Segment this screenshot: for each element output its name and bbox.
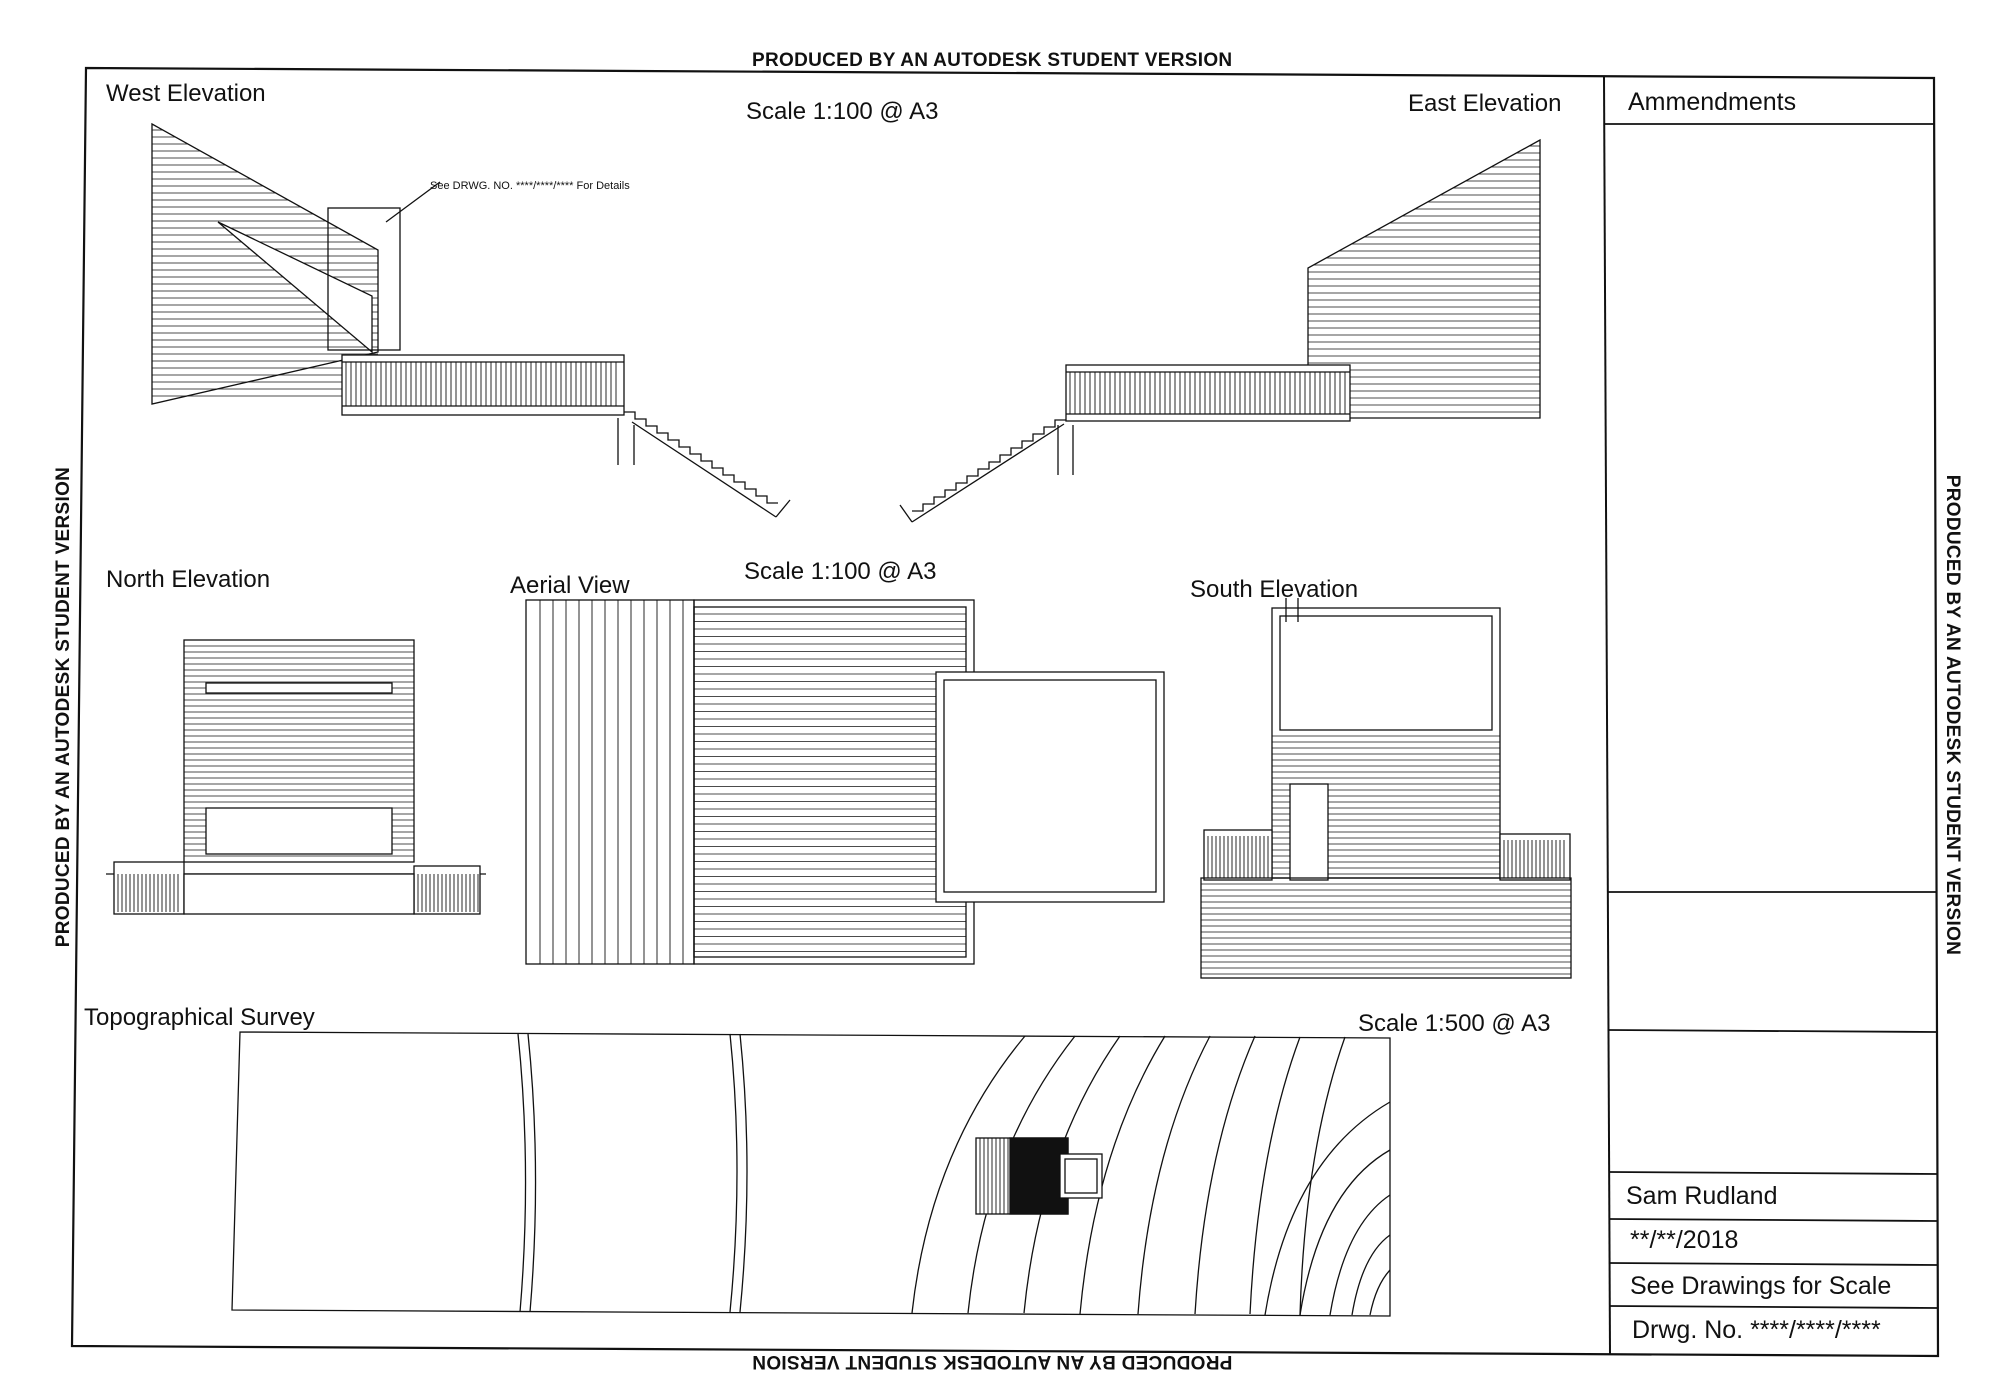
- north-elevation-title: North Elevation: [106, 566, 271, 593]
- watermark-right: PRODUCED BY AN AUTODESK STUDENT VERSION: [1942, 474, 1964, 956]
- topographical-survey-title: Topographical Survey: [84, 1004, 315, 1031]
- title-block-divider: [1603, 75, 1611, 1355]
- sheet-border: [70, 66, 1940, 1358]
- watermark-top: PRODUCED BY AN AUTODESK STUDENT VERSION: [752, 50, 1233, 71]
- scale-label-upper: Scale 1:100 @ A3: [746, 98, 939, 125]
- scale-note: See Drawings for Scale: [1630, 1272, 1892, 1300]
- scale-label-middle: Scale 1:100 @ A3: [744, 558, 937, 585]
- amendments-label: Ammendments: [1628, 88, 1797, 116]
- aerial-view-drawing: [525, 599, 1165, 965]
- south-elevation-drawing: [1200, 598, 1572, 979]
- watermark-bottom: PRODUCED BY AN AUTODESK STUDENT VERSION: [752, 1351, 1233, 1372]
- scale-label-topo: Scale 1:500 @ A3: [1358, 1010, 1551, 1037]
- author-name: Sam Rudland: [1626, 1182, 1778, 1210]
- east-elevation-title: East Elevation: [1408, 90, 1562, 117]
- west-elevation-drawing: [151, 122, 791, 518]
- aerial-view-title: Aerial View: [510, 572, 630, 599]
- west-elevation-title: West Elevation: [106, 80, 266, 107]
- watermark-left: PRODUCED BY AN AUTODESK STUDENT VERSION: [53, 466, 75, 948]
- north-elevation-drawing: [106, 639, 486, 915]
- west-detail-note: See DRWG. NO. ****/****/**** For Details: [430, 180, 630, 192]
- drawing-date: **/**/2018: [1630, 1226, 1739, 1254]
- drawing-number: Drwg. No. ****/****/****: [1632, 1316, 1881, 1344]
- topographical-survey-drawing: [231, 1031, 1391, 1317]
- south-elevation-title: South Elevation: [1190, 576, 1359, 603]
- east-elevation-drawing: [899, 138, 1541, 523]
